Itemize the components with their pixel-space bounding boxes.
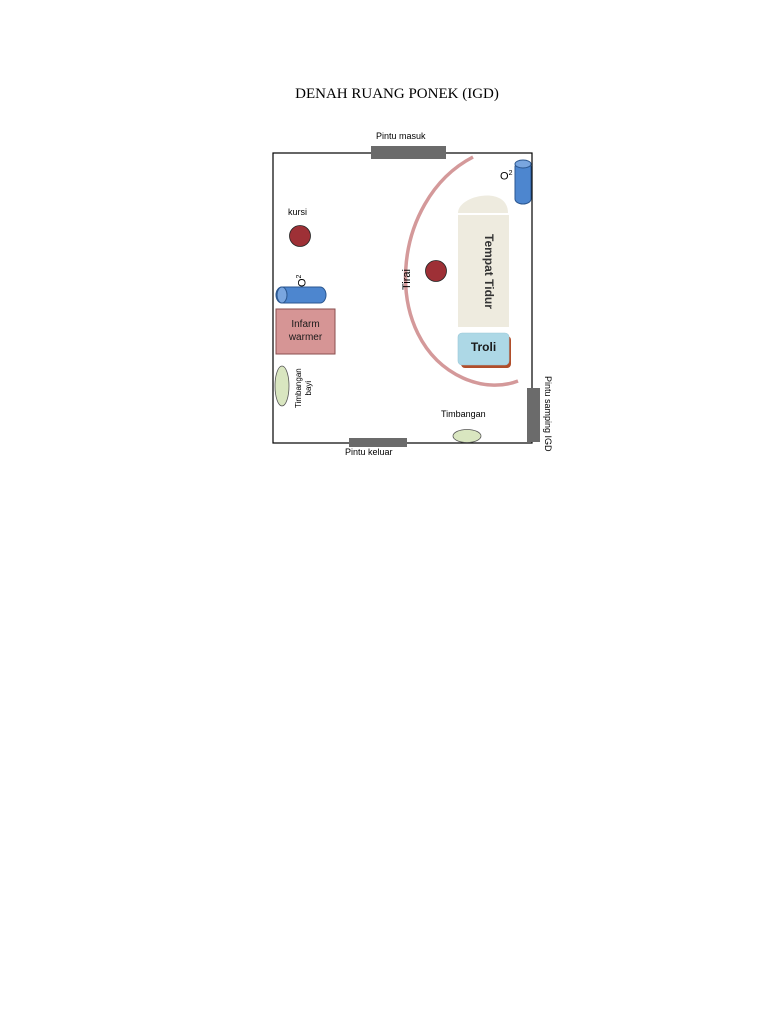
infant-warmer-label: Infarm warmer xyxy=(288,319,323,343)
side-door-label: Pintu samping IGD xyxy=(543,376,553,452)
chair-kursi xyxy=(289,225,311,247)
trolley-label: Troli xyxy=(470,340,497,354)
infant-warmer xyxy=(275,308,336,355)
exit-label: Pintu keluar xyxy=(345,447,393,457)
scale xyxy=(452,429,482,443)
chair-label: kursi xyxy=(288,207,308,217)
baby-scale-label: Timbangan bayi xyxy=(294,368,313,408)
exit-door xyxy=(349,438,407,447)
page-title: DENAH RUANG PONEK (IGD) xyxy=(295,86,499,102)
bed xyxy=(458,195,509,327)
entrance-label: Pintu masuk xyxy=(376,131,426,141)
baby-scale xyxy=(274,365,290,407)
oxygen-cylinder-right xyxy=(514,159,532,205)
curtain xyxy=(403,155,519,387)
entrance-door xyxy=(371,146,446,159)
trolley xyxy=(457,332,511,368)
oxygen-right-label: O2 xyxy=(500,170,513,183)
scale-label: Timbangan xyxy=(441,409,486,419)
chair-curtain xyxy=(425,260,447,282)
curtain-label: Tirai xyxy=(401,269,413,290)
bed-label: Tempat Tidur xyxy=(482,234,496,309)
side-door xyxy=(527,388,540,442)
oxygen-left-label: O2 xyxy=(296,274,309,287)
oxygen-cylinder-left xyxy=(275,286,327,304)
